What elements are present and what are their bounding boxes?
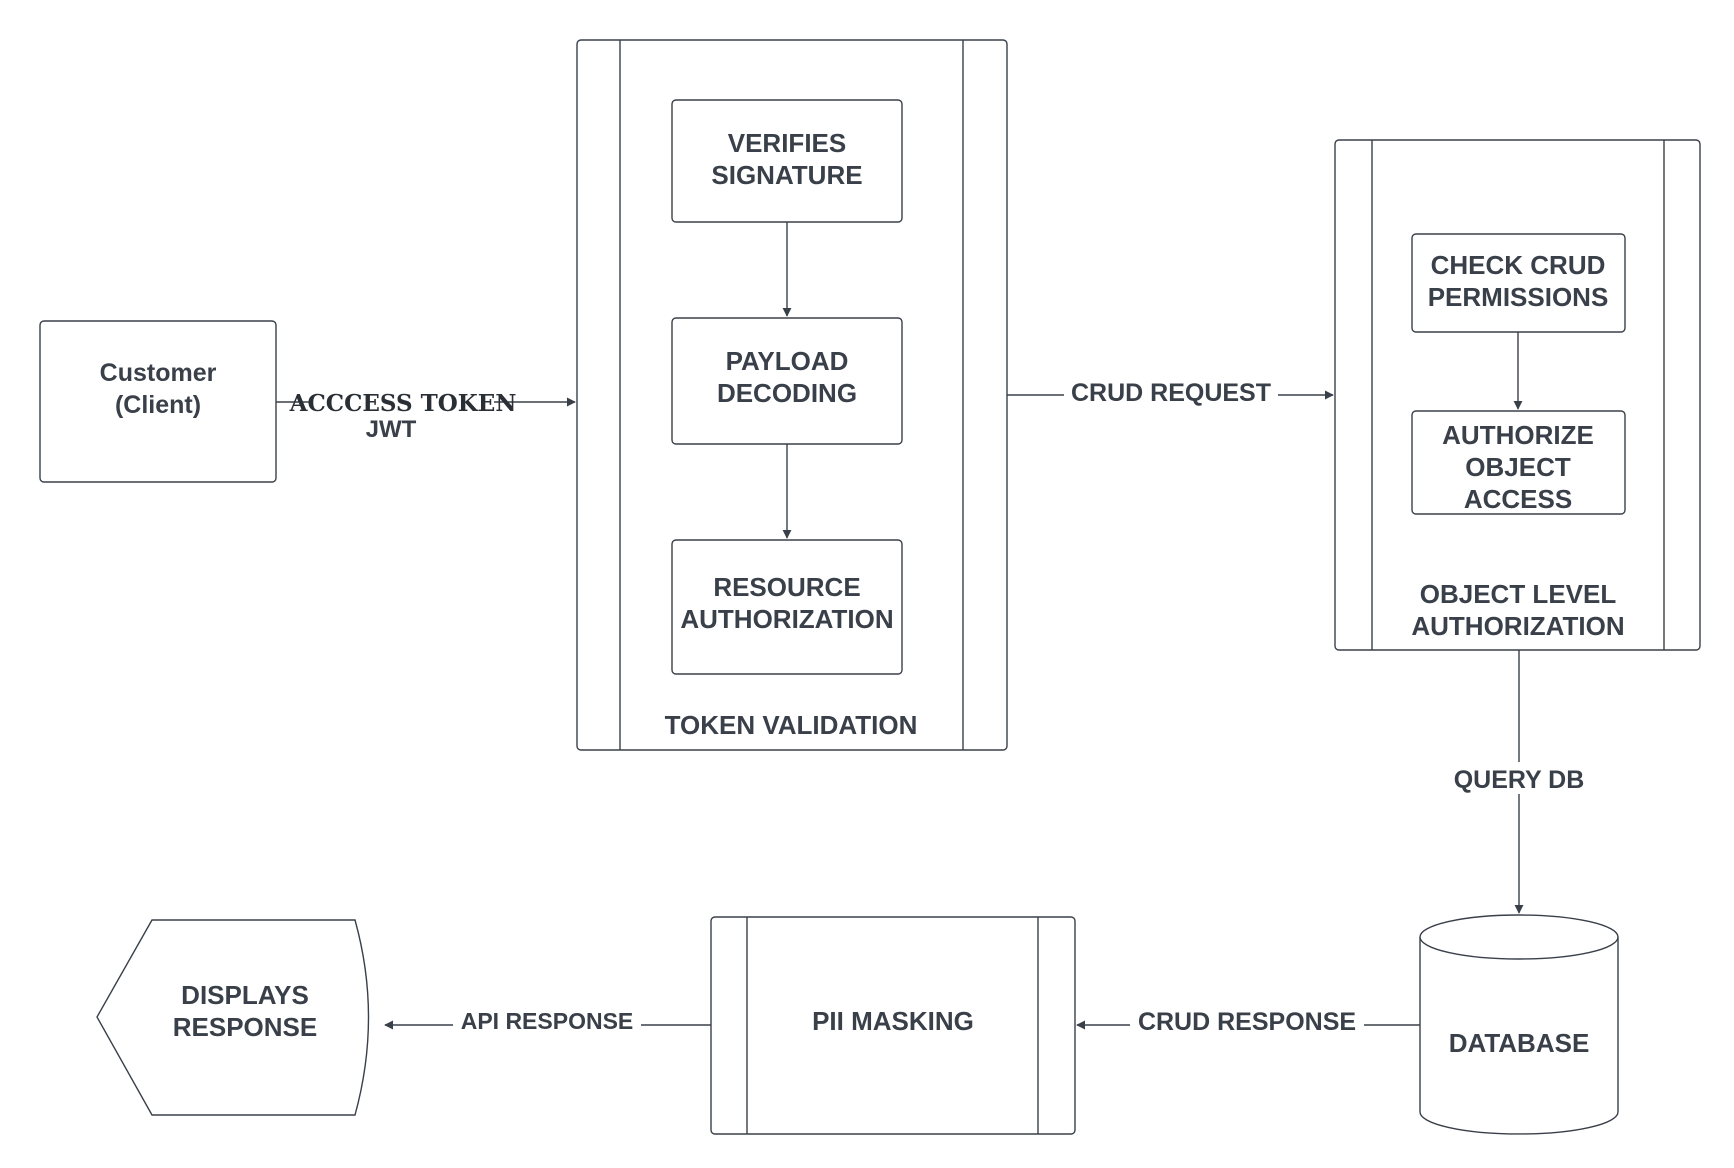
customer-label-line1: Customer xyxy=(100,359,217,387)
check-crud-permissions-node: CHECK CRUD PERMISSIONS xyxy=(1411,233,1626,333)
authorize-object-access-node: AUTHORIZE OBJECT ACCESS xyxy=(1411,410,1626,515)
displays-response-line2: RESPONSE xyxy=(173,1012,318,1042)
customer-label-line2: (Client) xyxy=(115,391,201,419)
payload-decoding-node: PAYLOAD DECODING xyxy=(671,317,903,445)
edge-access-token: ACCCESS TOKEN JWT xyxy=(276,386,576,443)
object-level-title-line2: AUTHORIZATION xyxy=(1411,611,1624,641)
query-db-label: QUERY DB xyxy=(1454,766,1585,794)
crud-request-label: CRUD REQUEST xyxy=(1071,379,1271,407)
verifies-signature-node: VERIFIES SIGNATURE xyxy=(671,99,903,223)
api-response-label: API RESPONSE xyxy=(461,1008,634,1034)
resource-authorization-line1: RESOURCE xyxy=(713,572,860,602)
verifies-signature-line1: VERIFIES xyxy=(728,128,846,158)
displays-response-line1: DISPLAYS xyxy=(181,980,309,1010)
access-token-label: ACCCESS TOKEN xyxy=(289,390,517,417)
edge-query-db: QUERY DB xyxy=(1446,650,1592,914)
jwt-label: JWT xyxy=(366,416,417,443)
displays-response-node: DISPLAYS RESPONSE xyxy=(96,919,370,1116)
pii-masking-process: PII MASKING xyxy=(710,916,1076,1135)
database-node: DATABASE xyxy=(1419,914,1619,1135)
resource-authorization-line2: AUTHORIZATION xyxy=(680,604,893,634)
token-validation-title: TOKEN VALIDATION xyxy=(665,710,918,740)
customer-node: Customer (Client) xyxy=(39,320,277,483)
edge-crud-request: CRUD REQUEST xyxy=(1007,378,1334,408)
verifies-signature-line2: SIGNATURE xyxy=(711,160,862,190)
check-crud-line2: PERMISSIONS xyxy=(1428,282,1609,312)
object-level-title-line1: OBJECT LEVEL xyxy=(1420,579,1617,609)
crud-response-label: CRUD RESPONSE xyxy=(1138,1008,1356,1036)
payload-decoding-line1: PAYLOAD xyxy=(726,346,849,376)
check-crud-line1: CHECK CRUD xyxy=(1431,250,1606,280)
edge-crud-response: CRUD RESPONSE xyxy=(1076,1008,1420,1038)
payload-decoding-line2: DECODING xyxy=(717,378,857,408)
edge-api-response: API RESPONSE xyxy=(384,1008,711,1037)
pii-masking-label: PII MASKING xyxy=(812,1006,974,1036)
database-label: DATABASE xyxy=(1449,1028,1590,1058)
authorize-object-line1: AUTHORIZE xyxy=(1442,420,1594,450)
authorize-object-line2: OBJECT xyxy=(1465,452,1571,482)
authorize-object-line3: ACCESS xyxy=(1464,484,1572,514)
resource-authorization-node: RESOURCE AUTHORIZATION xyxy=(671,539,903,675)
